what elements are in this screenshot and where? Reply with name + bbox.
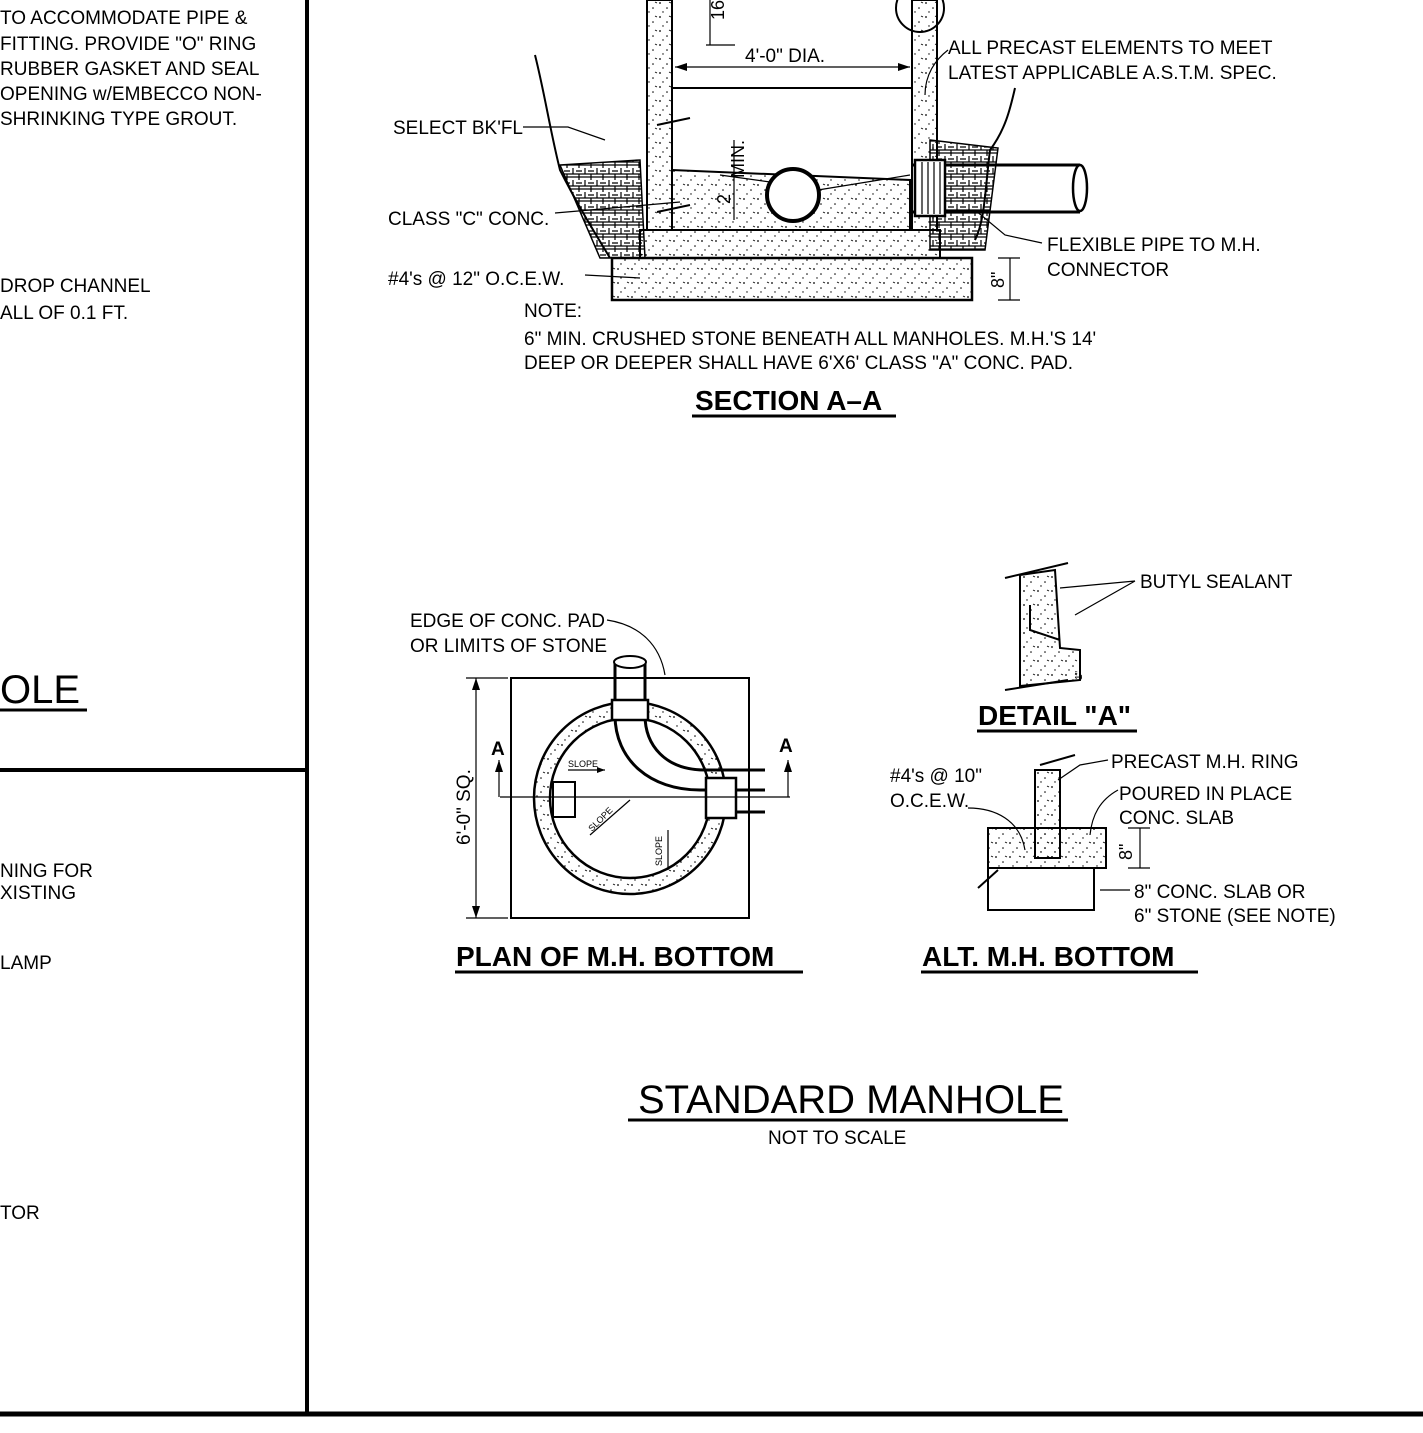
rebar-12-label: #4's @ 12" O.C.E.W. xyxy=(388,269,564,290)
section-note-line-1: 6" MIN. CRUSHED STONE BENEATH ALL MANHOL… xyxy=(524,329,1096,350)
slope-label-1: SLOPE xyxy=(568,759,598,769)
alt-title: ALT. M.H. BOTTOM xyxy=(922,941,1175,972)
class-c-conc-label: CLASS "C" CONC. xyxy=(388,209,549,230)
section-marker-left: A xyxy=(491,739,505,760)
left-note-line-1: TO ACCOMMODATE PIPE & xyxy=(0,8,248,29)
left-note-line-2: FITTING. PROVIDE "O" RING xyxy=(0,34,256,55)
alt-mh-bottom: 8" #4's @ 10" O.C.E.W. PRECAST M.H. RING… xyxy=(890,752,1336,974)
left-note-tor: TOR xyxy=(0,1203,40,1224)
flex-pipe-line-2: CONNECTOR xyxy=(1047,260,1169,281)
section-aa-title: SECTION A–A xyxy=(695,385,882,416)
slope-label-3: SLOPE xyxy=(654,836,664,866)
section-16-label: 16 xyxy=(708,0,728,20)
precast-ring-label: PRECAST M.H. RING xyxy=(1111,752,1299,773)
detail-one-label: 1" xyxy=(1074,670,1085,680)
alt-rebar-line-1: #4's @ 10" xyxy=(890,766,982,787)
alt-slab-line-2: 6" STONE (SEE NOTE) xyxy=(1134,906,1336,927)
detail-a: BUTYL SEALANT 1" DETAIL "A" xyxy=(977,562,1293,733)
left-note-line-5: SHRINKING TYPE GROUT. xyxy=(0,109,237,130)
butyl-sealant-label: BUTYL SEALANT xyxy=(1140,572,1293,593)
left-notes: TO ACCOMMODATE PIPE & FITTING. PROVIDE "… xyxy=(0,8,262,1224)
edge-note-line-1: EDGE OF CONC. PAD xyxy=(410,611,605,632)
main-title: STANDARD MANHOLE xyxy=(638,1078,1064,1122)
alt-8-label: 8" xyxy=(1116,844,1136,860)
section-note-head: NOTE: xyxy=(524,301,582,322)
section-aa: 4'-0" DIA. 16 MIN. 2 8" SELECT BK'FL CLA… xyxy=(388,0,1277,418)
left-note-lower-1: NING FOR xyxy=(0,861,93,882)
precast-note-line-1: ALL PRECAST ELEMENTS TO MEET xyxy=(948,38,1273,59)
edge-note-line-2: OR LIMITS OF STONE xyxy=(410,636,607,657)
left-note-lower-2: XISTING xyxy=(0,883,76,904)
plan-mh-bottom: EDGE OF CONC. PAD OR LIMITS OF STONE A A… xyxy=(410,611,803,974)
main-subtitle: NOT TO SCALE xyxy=(768,1128,906,1149)
left-note-line-3: RUBBER GASKET AND SEAL xyxy=(0,59,259,80)
left-note-drop-2: ALL OF 0.1 FT. xyxy=(0,303,128,324)
section-dia-label: 4'-0" DIA. xyxy=(745,46,825,67)
left-note-drop-1: DROP CHANNEL xyxy=(0,276,151,297)
flex-pipe-line-1: FLEXIBLE PIPE TO M.H. xyxy=(1047,235,1261,256)
poured-slab-line-1: POURED IN PLACE xyxy=(1119,784,1292,805)
left-note-line-4: OPENING w/EMBECCO NON- xyxy=(0,84,262,105)
left-note-clamp: LAMP xyxy=(0,953,52,974)
alt-slab-line-1: 8" CONC. SLAB OR xyxy=(1134,882,1305,903)
main-title-block: STANDARD MANHOLE NOT TO SCALE xyxy=(628,1078,1068,1149)
section-min-label: MIN. xyxy=(728,140,748,178)
alt-rebar-line-2: O.C.E.W. xyxy=(890,791,969,812)
plan-size-label: 6'-0" SQ. xyxy=(454,769,475,845)
detail-a-title: DETAIL "A" xyxy=(978,700,1131,731)
section-2-label: 2 xyxy=(714,194,734,204)
plan-title: PLAN OF M.H. BOTTOM xyxy=(456,941,774,972)
section-marker-right: A xyxy=(779,736,793,757)
left-partial-title: OLE xyxy=(0,668,80,712)
section-note-line-2: DEEP OR DEEPER SHALL HAVE 6'X6' CLASS "A… xyxy=(524,353,1073,374)
section-8-label: 8" xyxy=(988,272,1008,288)
precast-note-line-2: LATEST APPLICABLE A.S.T.M. SPEC. xyxy=(948,63,1277,84)
poured-slab-line-2: CONC. SLAB xyxy=(1119,808,1234,829)
select-backfill-label: SELECT BK'FL xyxy=(393,118,523,139)
